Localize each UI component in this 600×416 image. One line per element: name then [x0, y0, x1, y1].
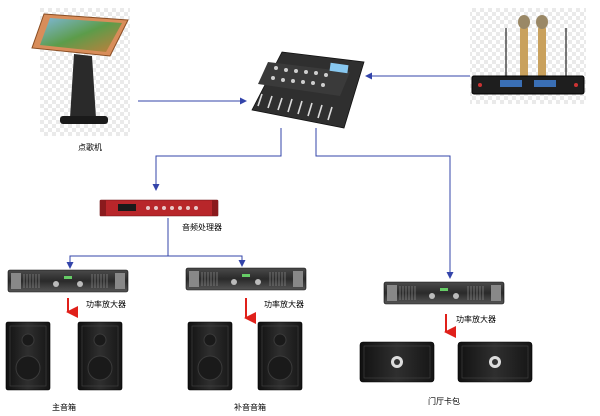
- amp-main: [7, 269, 129, 293]
- output-arrows: [66, 298, 456, 338]
- amp-lobby-label: 功率放大器: [456, 314, 496, 324]
- jukebox-label: 点歌机: [78, 142, 102, 152]
- amp-fill: [185, 267, 307, 291]
- lobby-speaker-label: 门厅卡包: [428, 396, 460, 406]
- jukebox-kiosk: [31, 8, 130, 136]
- amp-fill-label: 功率放大器: [264, 299, 304, 309]
- fill-speakers: [187, 321, 303, 391]
- processor-to-fill-amp-line: [168, 255, 246, 267]
- wireless-mic-receiver: [470, 8, 586, 104]
- processor-to-main-amp-line: [66, 218, 169, 269]
- main-speakers: [5, 321, 123, 391]
- main-speaker-label: 主音箱: [52, 402, 76, 412]
- audio-processor: [99, 199, 219, 217]
- signal-connectors: [66, 72, 470, 279]
- amp-main-label: 功率放大器: [86, 299, 126, 309]
- audio-mixer: [251, 51, 365, 129]
- fill-speaker-label: 补音音箱: [234, 402, 266, 412]
- lobby-speakers: [359, 341, 533, 383]
- processor-label: 音频处理器: [182, 222, 222, 232]
- mixer-to-lobby-amp-line: [315, 128, 454, 279]
- amp-lobby: [383, 281, 505, 305]
- mixer-to-processor-line: [152, 128, 282, 191]
